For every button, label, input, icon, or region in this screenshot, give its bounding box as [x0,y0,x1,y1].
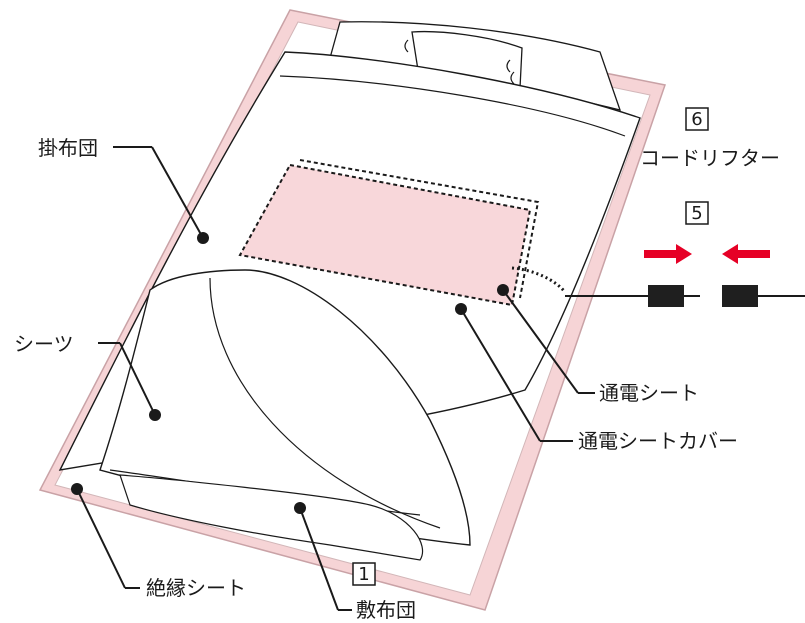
svg-text:6: 6 [691,109,702,130]
leader-kakebuton [113,146,209,244]
kakebuton-fold [279,75,626,137]
shikibuton-shape [119,474,424,561]
heating-sheet [238,159,540,307]
label-tsuuden-sheet-cover: 通電シートカバー [578,429,738,453]
cord-lifter-tab [404,39,515,85]
label-sheets: シーツ [14,332,74,356]
sheets-shape [99,269,471,546]
red-arrow-right [644,244,692,264]
label-cord-lifter: コードリフター [640,146,780,170]
leader-tsuuden-sheet [497,284,595,394]
leader-sheets [98,342,161,421]
sheets-curl [209,277,441,529]
power-connector-left [565,285,700,307]
svg-text:5: 5 [691,203,702,224]
leader-zetsuen-sheet [71,483,140,589]
power-connector-right [722,285,805,307]
red-arrow-left [722,244,770,264]
leader-shikibuton [294,502,352,611]
label-kakebuton: 掛布団 [38,136,98,160]
label-shikibuton: 敷布団 [356,598,416,622]
number-box-6: 6 [685,107,709,131]
number-box-5: 5 [685,201,709,225]
leader-tsuuden-sheet-cover [455,303,573,442]
label-tsuuden-sheet: 通電シート [599,381,699,405]
label-zetsuen-sheet: 絶縁シート [146,576,246,600]
heating-cord-dotted [511,266,567,294]
number-box-1: 1 [352,562,376,586]
svg-text:1: 1 [358,564,369,585]
